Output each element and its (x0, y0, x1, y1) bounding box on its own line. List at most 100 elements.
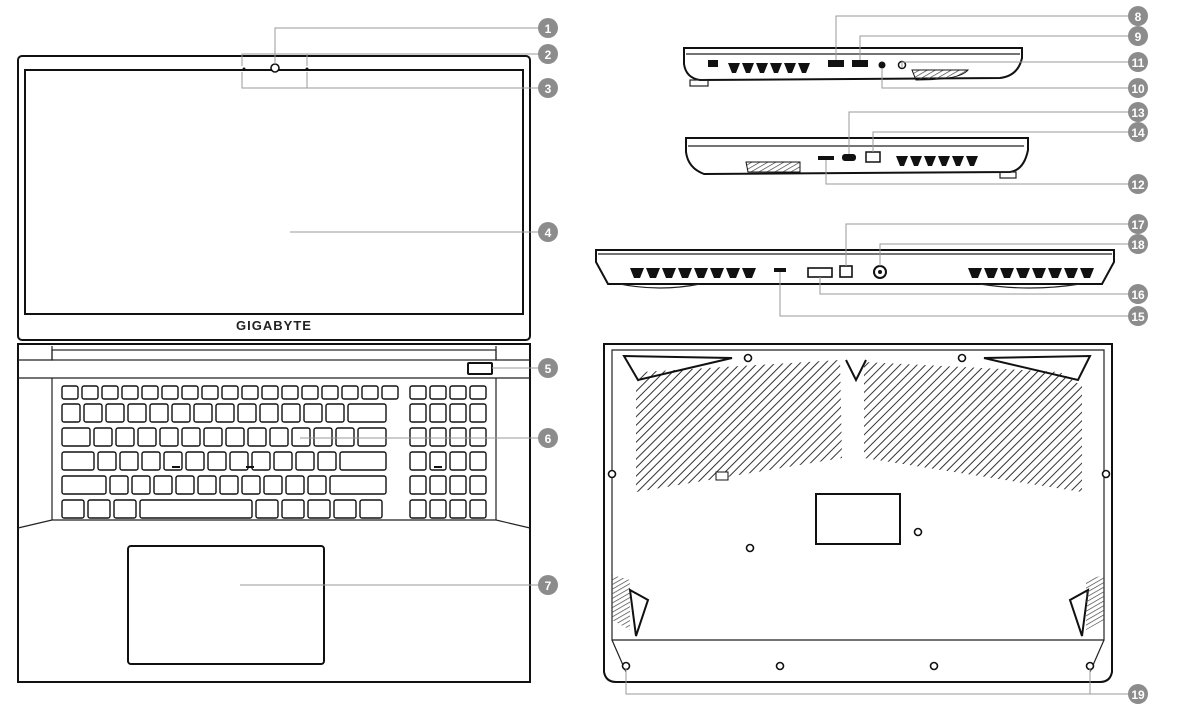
numpad-key[interactable] (469, 451, 487, 471)
keyboard-key[interactable] (307, 499, 331, 519)
keyboard-key[interactable] (241, 475, 261, 495)
keyboard-key[interactable] (61, 475, 107, 495)
numpad-key[interactable] (429, 403, 447, 423)
keyboard-key[interactable] (357, 427, 387, 447)
keyboard-key[interactable] (263, 475, 283, 495)
numpad-key[interactable] (449, 451, 467, 471)
mini-displayport[interactable] (839, 265, 853, 278)
numpad-key[interactable] (449, 475, 467, 495)
keyboard-key[interactable] (303, 403, 323, 423)
keyboard-key[interactable] (329, 475, 387, 495)
keyboard-key[interactable] (61, 403, 81, 423)
keyboard-key[interactable] (139, 499, 253, 519)
keyboard-key[interactable] (281, 403, 301, 423)
keyboard-key[interactable] (131, 475, 151, 495)
keyboard-key[interactable] (61, 451, 95, 471)
keyboard-key[interactable] (113, 499, 137, 519)
numpad-key[interactable] (409, 499, 427, 519)
keyboard-key[interactable] (83, 403, 103, 423)
keyboard-key[interactable] (61, 427, 91, 447)
numpad-key[interactable] (469, 385, 487, 400)
keyboard-key[interactable] (197, 475, 217, 495)
keyboard-key[interactable] (101, 385, 119, 400)
keyboard-key[interactable] (259, 403, 279, 423)
numpad-key[interactable] (429, 475, 447, 495)
keyboard-key[interactable] (163, 451, 183, 471)
numpad-key[interactable] (469, 475, 487, 495)
keyboard-key[interactable] (161, 385, 179, 400)
keyboard-key[interactable] (313, 427, 333, 447)
usb-port-b[interactable] (852, 60, 868, 67)
keyboard-key[interactable] (141, 451, 161, 471)
keyboard-key[interactable] (333, 499, 357, 519)
keyboard-key[interactable] (141, 385, 159, 400)
numpad-key[interactable] (469, 499, 487, 519)
keyboard-key[interactable] (339, 451, 387, 471)
keyboard-key[interactable] (341, 385, 359, 400)
numpad-key[interactable] (449, 499, 467, 519)
numpad-key[interactable] (409, 451, 427, 471)
keyboard-key[interactable] (251, 451, 271, 471)
keyboard-key[interactable] (321, 385, 339, 400)
keyboard-key[interactable] (381, 385, 399, 400)
keyboard-key[interactable] (221, 385, 239, 400)
keyboard-key[interactable] (237, 403, 257, 423)
keyboard-key[interactable] (97, 451, 117, 471)
keyboard-key[interactable] (105, 403, 125, 423)
keyboard-key[interactable] (181, 427, 201, 447)
keyboard-key[interactable] (61, 385, 79, 400)
keyboard-key[interactable] (301, 385, 319, 400)
numpad-key[interactable] (449, 403, 467, 423)
card-reader[interactable] (818, 156, 834, 160)
numpad-key[interactable] (469, 403, 487, 423)
numpad-key[interactable] (449, 427, 467, 447)
keyboard-key[interactable] (255, 499, 279, 519)
keyboard-key[interactable] (219, 475, 239, 495)
keyboard-key[interactable] (127, 403, 147, 423)
rear-usb-c-port[interactable] (774, 268, 786, 272)
numpad-key[interactable] (409, 427, 427, 447)
numpad-key[interactable] (429, 427, 447, 447)
keyboard-key[interactable] (347, 403, 387, 423)
keyboard-key[interactable] (361, 385, 379, 400)
keyboard-key[interactable] (335, 427, 355, 447)
keyboard-key[interactable] (207, 451, 227, 471)
keyboard-key[interactable] (119, 451, 139, 471)
keyboard-key[interactable] (291, 427, 311, 447)
keyboard-key[interactable] (203, 427, 223, 447)
keyboard-key[interactable] (175, 475, 195, 495)
keyboard-key[interactable] (229, 451, 249, 471)
keyboard-key[interactable] (215, 403, 235, 423)
keyboard-key[interactable] (87, 499, 111, 519)
numpad-key[interactable] (409, 403, 427, 423)
keyboard-key[interactable] (193, 403, 213, 423)
usb-c-port[interactable] (842, 154, 856, 161)
keyboard-key[interactable] (181, 385, 199, 400)
keyboard-key[interactable] (285, 475, 305, 495)
numpad-key[interactable] (449, 385, 467, 400)
keyboard-key[interactable] (109, 475, 129, 495)
keyboard-key[interactable] (93, 427, 113, 447)
keyboard-key[interactable] (247, 427, 267, 447)
keyboard-key[interactable] (153, 475, 173, 495)
keyboard-key[interactable] (171, 403, 191, 423)
keyboard-key[interactable] (307, 475, 327, 495)
keyboard-key[interactable] (281, 499, 305, 519)
keyboard-key[interactable] (225, 427, 245, 447)
keyboard-key[interactable] (273, 451, 293, 471)
numpad-key[interactable] (429, 499, 447, 519)
keyboard-key[interactable] (269, 427, 289, 447)
numpad-key[interactable] (409, 385, 427, 400)
touchpad[interactable] (127, 545, 325, 665)
keyboard-key[interactable] (201, 385, 219, 400)
numpad-key[interactable] (429, 451, 447, 471)
keyboard-key[interactable] (159, 427, 179, 447)
keyboard-key[interactable] (317, 451, 337, 471)
keyboard-key[interactable] (137, 427, 157, 447)
keyboard-key[interactable] (295, 451, 315, 471)
keyboard-key[interactable] (261, 385, 279, 400)
keyboard-key[interactable] (81, 385, 99, 400)
numpad-key[interactable] (409, 475, 427, 495)
keyboard-key[interactable] (115, 427, 135, 447)
keyboard-key[interactable] (241, 385, 259, 400)
